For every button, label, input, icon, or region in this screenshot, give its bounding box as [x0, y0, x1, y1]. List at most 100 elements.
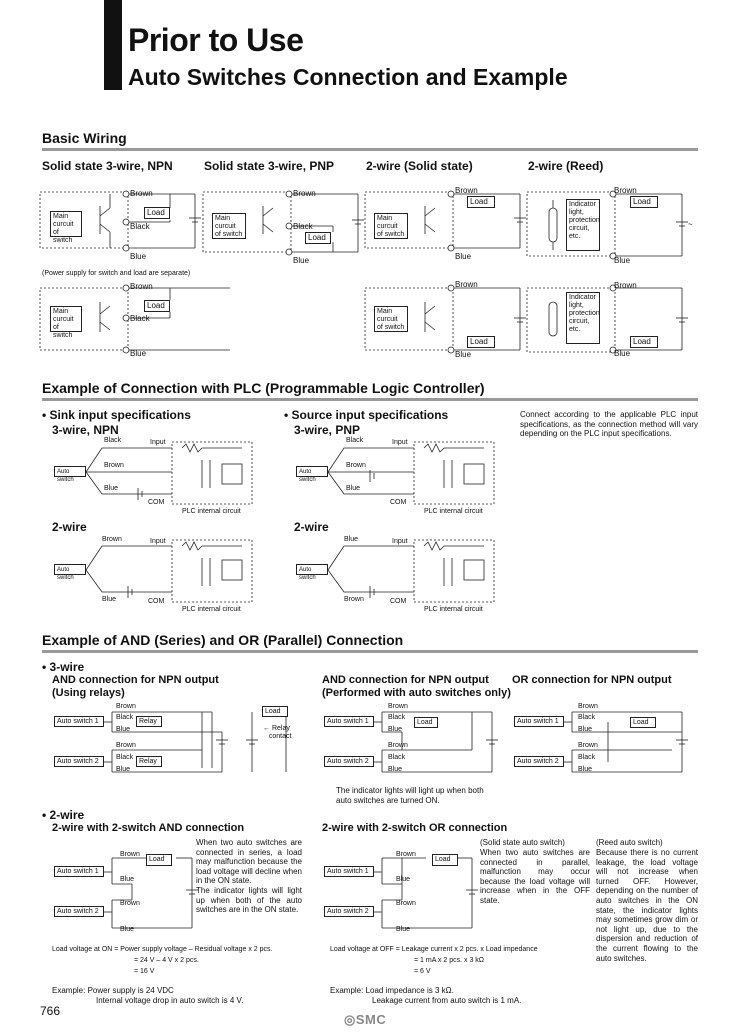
plc-circuit-label: PLC internal circuit [182, 606, 241, 613]
plc-source-heading: • Source input specifications [284, 408, 449, 422]
wire-label-black: Black [293, 222, 313, 231]
section-and-or: Example of AND (Series) and OR (Parallel… [42, 632, 404, 648]
plc-source-3wire-diagram [327, 441, 495, 505]
on-formula-line3: = 16 V [134, 968, 155, 975]
wire-label-brown: Brown [578, 703, 598, 710]
load-box: Load [432, 854, 458, 866]
and-npn2-subheading: (Performed with auto switches only) [322, 687, 511, 699]
basic-col2-heading: Solid state 3-wire, PNP [204, 159, 335, 173]
wire-label-brown: Brown [396, 851, 416, 858]
wire-label-blue: Blue [388, 726, 403, 733]
load-box: Load [630, 196, 658, 208]
wire-label-blue: Blue [104, 485, 119, 492]
plc-sink-subheading: 3-wire, NPN [52, 423, 119, 437]
example2-line1: Example: Load impedance is 3 kΩ. [330, 986, 454, 995]
wire-label-black: Black [388, 714, 406, 721]
wire-label-blue: Blue [102, 596, 117, 603]
auto-switch-box: Auto switch [54, 466, 86, 483]
and-npn2-heading: AND connection for NPN output [322, 674, 489, 686]
load-box: Load [305, 232, 331, 244]
section-basic-wiring: Basic Wiring [42, 130, 127, 146]
two-wire-and-heading: 2-wire with 2-switch AND connection [52, 822, 245, 834]
pnp-wiring-diagram [202, 190, 364, 256]
title-bar [104, 0, 122, 90]
wire-label-blue: Blue [396, 926, 411, 933]
wire-label-brown: Brown [130, 282, 153, 291]
smc-logo: ◎SMC [344, 1012, 387, 1027]
relay-box: Relay [136, 756, 162, 767]
com-label: COM [148, 499, 165, 506]
load-box: Load [467, 336, 495, 348]
input-label: Input [392, 538, 408, 545]
wire-label-blue: Blue [388, 766, 403, 773]
auto-switch-1-box: Auto switch 1 [324, 866, 374, 877]
com-label: COM [390, 598, 407, 605]
wire-label-black: Black [104, 437, 122, 444]
load-box: Load [630, 336, 658, 348]
wire-label-black: Black [346, 437, 364, 444]
wire-label-brown: Brown [396, 900, 416, 907]
reed-text: Because there is no current leakage, the… [596, 848, 698, 963]
plc-sink-heading: • Sink input specifications [42, 408, 191, 422]
plc-2wire-heading: 2-wire [294, 520, 329, 534]
wire-label-brown: Brown [388, 742, 408, 749]
plc-circuit-label: PLC internal circuit [424, 508, 483, 515]
plc-2wire-heading: 2-wire [52, 520, 87, 534]
wire-label-blue: Blue [614, 256, 631, 265]
wire-label-blue: Blue [344, 536, 359, 543]
wire-label-brown: Brown [293, 189, 316, 198]
page-title: Prior to Use [128, 22, 304, 58]
wire-label-brown: Brown [104, 462, 124, 469]
wire-label-black: Black [116, 714, 134, 721]
auto-switch-2-box: Auto switch 2 [54, 756, 104, 767]
and-npn-heading: AND connection for NPN output [52, 674, 219, 686]
section-divider [42, 650, 698, 653]
com-label: COM [390, 499, 407, 506]
solid-state-text: When two auto switches are connected in … [480, 848, 590, 905]
wire-label-brown: Brown [455, 280, 478, 289]
section-divider [42, 398, 698, 401]
auto-switch-2-box: Auto switch 2 [324, 756, 374, 767]
wire-label-blue: Blue [455, 252, 472, 261]
wire-label-brown: Brown [578, 742, 598, 749]
load-box: Load [144, 207, 170, 219]
wire-label-black: Black [578, 714, 596, 721]
wire-label-blue: Blue [116, 766, 131, 773]
load-box: Load [467, 196, 495, 208]
npn-separate-diagram [39, 284, 230, 354]
on-formula-line1: Load voltage at ON = Power supply voltag… [52, 946, 273, 953]
wire-label-brown: Brown [455, 186, 478, 195]
two-wire-and-text2: The indicator lights will light up when … [196, 886, 302, 915]
and-relay-diagram [104, 711, 287, 773]
wire-label-brown: Brown [346, 462, 366, 469]
wire-label-blue: Blue [130, 252, 147, 261]
wire-label-brown: Brown [120, 900, 140, 907]
plc-circuit-label: PLC internal circuit [424, 606, 483, 613]
npn-wiring-diagram [39, 190, 201, 252]
wire-label-blue: Blue [396, 876, 411, 883]
two-wire-heading: • 2-wire [42, 808, 85, 822]
wire-label-blue: Blue [116, 726, 131, 733]
logo-icon: ◎ [344, 1012, 356, 1027]
wire-label-brown: Brown [344, 596, 364, 603]
and-npn-subheading: (Using relays) [52, 687, 125, 699]
basic-col1-heading: Solid state 3-wire, NPN [42, 159, 173, 173]
com-label: COM [148, 598, 165, 605]
load-box: Load [414, 717, 438, 728]
ac-symbol: ~ [688, 220, 693, 229]
input-label: Input [150, 439, 166, 446]
load-box: Load [262, 706, 288, 717]
auto-switch-1-box: Auto switch 1 [324, 716, 374, 727]
indicator-lights-note: The indicator lights will light up when … [336, 786, 484, 805]
page-number: 766 [40, 1004, 61, 1018]
page-subtitle: Auto Switches Connection and Example [128, 64, 568, 90]
auto-switch-2-box: Auto switch 2 [324, 906, 374, 917]
plc-sink-3wire-diagram [85, 441, 253, 505]
example2-line2: Leakage current from auto switch is 1 mA… [372, 996, 522, 1005]
three-wire-heading: • 3-wire [42, 660, 85, 674]
input-label: Input [392, 439, 408, 446]
wire-label-blue: Blue [293, 256, 310, 265]
wire-label-brown: Brown [116, 742, 136, 749]
